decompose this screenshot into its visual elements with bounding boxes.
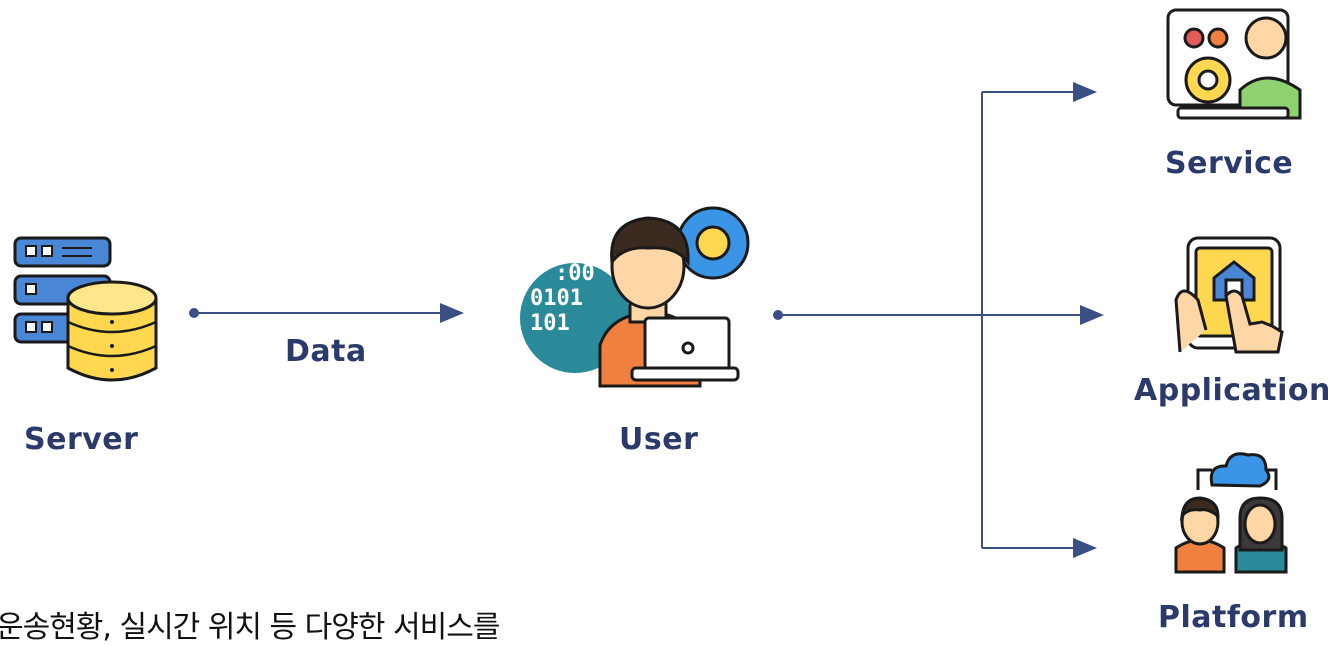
svg-text:101: 101 — [530, 311, 570, 336]
svg-text:0101: 0101 — [530, 286, 583, 311]
node-label-platform: Platform — [1158, 600, 1309, 635]
customer-service-icon — [1166, 8, 1302, 120]
edge-label-data: Data — [285, 334, 367, 369]
svg-text::00: :00 — [555, 261, 595, 286]
server-database-icon — [13, 236, 158, 382]
node-label-user: User — [619, 422, 699, 457]
node-label-service: Service — [1165, 146, 1294, 181]
tablet-application-icon — [1174, 236, 1284, 354]
edge-user-outputs — [773, 82, 1104, 558]
edge-server-user — [189, 303, 464, 323]
node-label-server: Server — [24, 422, 139, 457]
node-label-application: Application — [1134, 373, 1331, 408]
user-developer-icon: 0101 101 :00 — [520, 206, 750, 388]
caption-text: 운송현황, 실시간 위치 등 다양한 서비스를 — [0, 610, 500, 645]
cloud-platform-icon — [1174, 452, 1288, 574]
